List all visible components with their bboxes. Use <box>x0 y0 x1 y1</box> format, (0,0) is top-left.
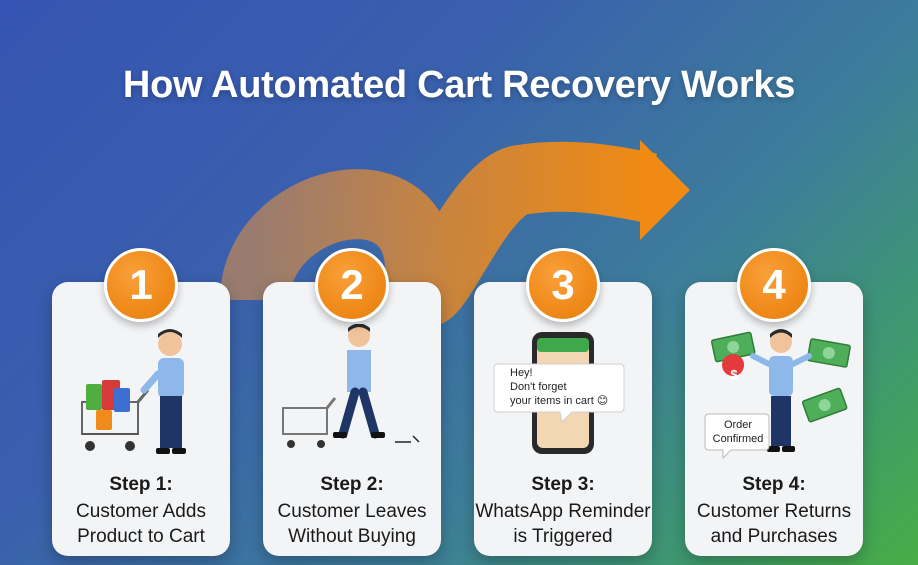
phone-whatsapp-icon <box>493 332 625 454</box>
step-card-2: Step 2: Customer Leaves Without Buying <box>263 282 441 556</box>
customer-leaving-icon <box>282 324 420 448</box>
step-card-3: Hey! Don't forget your items in cart 😊 S… <box>474 282 652 556</box>
step-label: Step 1: <box>109 474 173 495</box>
step-number-badge-1: 1 <box>104 248 178 322</box>
step-number-badge-2: 2 <box>315 248 389 322</box>
step-description: WhatsApp Reminder is Triggered <box>475 501 651 547</box>
reminder-message: Hey! Don't forget your items in cart 😊 <box>510 367 609 407</box>
step-label: Step 3: <box>531 474 595 495</box>
happy-customer-money-icon <box>704 329 851 460</box>
order-confirmed-badge: Order Confirmed <box>712 419 764 445</box>
step-card-1: Step 1: Customer Adds Product to Cart <box>52 282 230 556</box>
step-number-badge-3: 3 <box>526 248 600 322</box>
step-label: Step 4: <box>742 474 806 495</box>
step-label: Step 2: <box>320 474 384 495</box>
step-card-4: $ Order Confirmed Step 4: Customer Retur… <box>685 282 863 556</box>
price-pin-symbol: $ <box>730 367 738 382</box>
step-description: Customer Returns and Purchases <box>696 501 852 547</box>
step-number-badge-4: 4 <box>737 248 811 322</box>
shopping-cart-customer-icon <box>81 329 186 454</box>
step-description: Customer Adds Product to Cart <box>76 501 206 547</box>
page-title: How Automated Cart Recovery Works <box>122 64 796 106</box>
step-description: Customer Leaves Without Buying <box>277 501 427 547</box>
